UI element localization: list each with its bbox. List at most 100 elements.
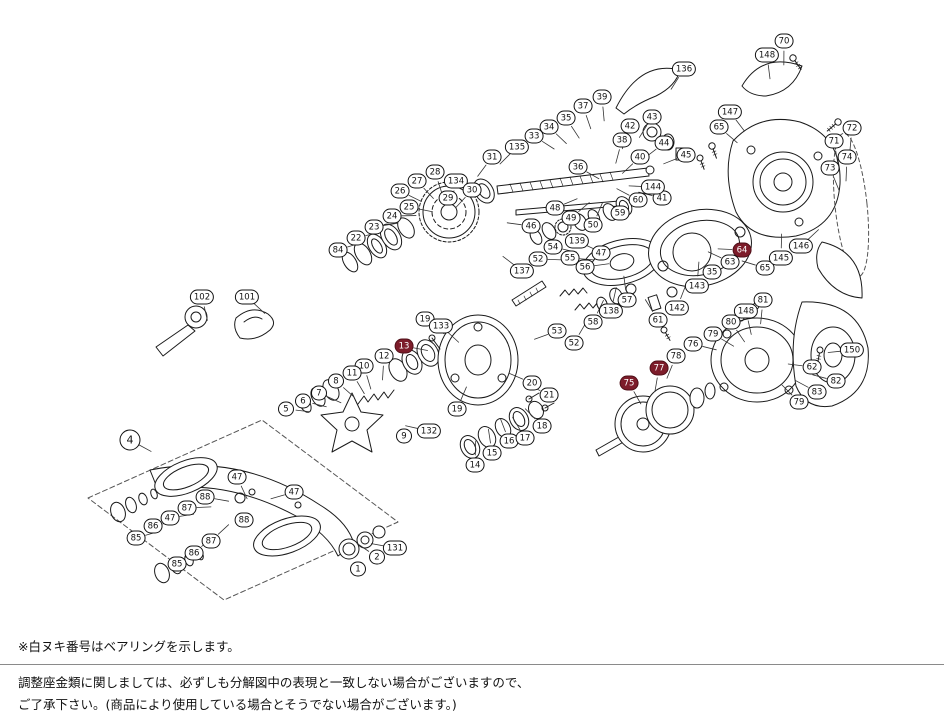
callout-146: 146: [788, 238, 814, 254]
notes: ※白ヌキ番号はベアリングを示します。 調整座金類に関しましては、必ずしも分解図中…: [0, 636, 944, 713]
callout-46: 46: [521, 218, 541, 234]
callout-56: 56: [575, 259, 595, 275]
callout-17: 17: [515, 430, 535, 446]
callout-49: 49: [561, 210, 581, 226]
callout-5: 5: [278, 401, 294, 417]
disclaimer-line-1: 調整座金類に関しましては、必ずしも分解図中の表現と一致しない場合がございますので…: [18, 675, 530, 690]
callout-47: 47: [160, 510, 180, 526]
callout-7: 7: [311, 385, 327, 401]
callout-79: 79: [789, 394, 809, 410]
callout-35: 35: [702, 264, 722, 280]
drive-train-art: [298, 314, 519, 453]
handle-assembly-art: [87, 419, 399, 601]
callout-60: 60: [628, 192, 648, 208]
callout-36: 36: [568, 159, 588, 175]
callout-72: 72: [842, 120, 862, 136]
leader-layer: [138, 50, 852, 559]
callout-148: 148: [754, 47, 780, 63]
callout-54: 54: [543, 239, 563, 255]
callout-139: 139: [564, 233, 590, 249]
callout-86: 86: [184, 545, 204, 561]
callout-64: 64: [732, 242, 752, 258]
callout-1: 1: [350, 561, 366, 577]
callout-65: 65: [755, 260, 775, 276]
callout-58: 58: [583, 314, 603, 330]
callout-30: 30: [462, 182, 482, 198]
callout-45: 45: [676, 147, 696, 163]
callout-81: 81: [753, 292, 773, 308]
callout-85: 85: [167, 556, 187, 572]
callout-101: 101: [234, 289, 260, 305]
callout-77: 77: [649, 360, 669, 376]
callout-40: 40: [630, 149, 650, 165]
callout-4: 4: [119, 429, 141, 451]
diagram-line-art: [87, 50, 870, 601]
callout-34: 34: [539, 119, 559, 135]
callout-9: 9: [396, 428, 412, 444]
callout-137: 137: [509, 263, 535, 279]
callout-38: 38: [612, 132, 632, 148]
callout-33: 33: [524, 128, 544, 144]
callout-138: 138: [598, 303, 624, 319]
callout-16: 16: [499, 433, 519, 449]
divider: [0, 664, 944, 665]
callout-35: 35: [556, 110, 576, 126]
callout-21: 21: [539, 387, 559, 403]
callout-31: 31: [482, 149, 502, 165]
callout-102: 102: [189, 289, 215, 305]
callout-52: 52: [564, 335, 584, 351]
callout-42: 42: [620, 118, 640, 134]
callout-87: 87: [201, 533, 221, 549]
callout-88: 88: [234, 512, 254, 528]
callout-19: 19: [447, 401, 467, 417]
callout-136: 136: [671, 61, 697, 77]
callout-135: 135: [504, 139, 530, 155]
disclaimer-line-2: ご了承下さい。(商品により使用している場合とそうでない場合がございます。): [18, 697, 457, 712]
callout-44: 44: [654, 135, 674, 151]
callout-75: 75: [619, 375, 639, 391]
callout-87: 87: [177, 500, 197, 516]
callout-73: 73: [820, 160, 840, 176]
callout-131: 131: [382, 540, 408, 556]
callout-59: 59: [610, 205, 630, 221]
callout-150: 150: [839, 342, 865, 358]
callout-29: 29: [438, 190, 458, 206]
callout-57: 57: [617, 292, 637, 308]
callout-71: 71: [824, 133, 844, 149]
callout-25: 25: [399, 199, 419, 215]
callout-52: 52: [528, 251, 548, 267]
tools-art: [155, 305, 274, 357]
callout-47: 47: [227, 469, 247, 485]
callout-47: 47: [591, 245, 611, 261]
callout-65: 65: [709, 119, 729, 135]
callout-47: 47: [284, 484, 304, 500]
callout-53: 53: [547, 323, 567, 339]
callout-62: 62: [802, 359, 822, 375]
callout-74: 74: [837, 149, 857, 165]
callout-88: 88: [195, 489, 215, 505]
callout-144: 144: [640, 179, 666, 195]
callout-13: 13: [394, 338, 414, 354]
callout-142: 142: [664, 300, 690, 316]
callout-2: 2: [369, 549, 385, 565]
callout-15: 15: [482, 445, 502, 461]
callout-85: 85: [126, 530, 146, 546]
callout-55: 55: [560, 250, 580, 266]
callout-78: 78: [666, 348, 686, 364]
callout-22: 22: [346, 230, 366, 246]
callout-28: 28: [425, 164, 445, 180]
callout-20: 20: [522, 375, 542, 391]
callout-143: 143: [684, 278, 710, 294]
bearing-note: ※白ヌキ番号はベアリングを示します。: [18, 639, 240, 654]
callout-148: 148: [733, 303, 759, 319]
callout-23: 23: [364, 219, 384, 235]
callout-132: 132: [416, 423, 442, 439]
callout-48: 48: [545, 200, 565, 216]
callout-145: 145: [768, 250, 794, 266]
callout-6: 6: [295, 393, 311, 409]
side-plate-art: [595, 301, 869, 457]
callout-80: 80: [721, 314, 741, 330]
